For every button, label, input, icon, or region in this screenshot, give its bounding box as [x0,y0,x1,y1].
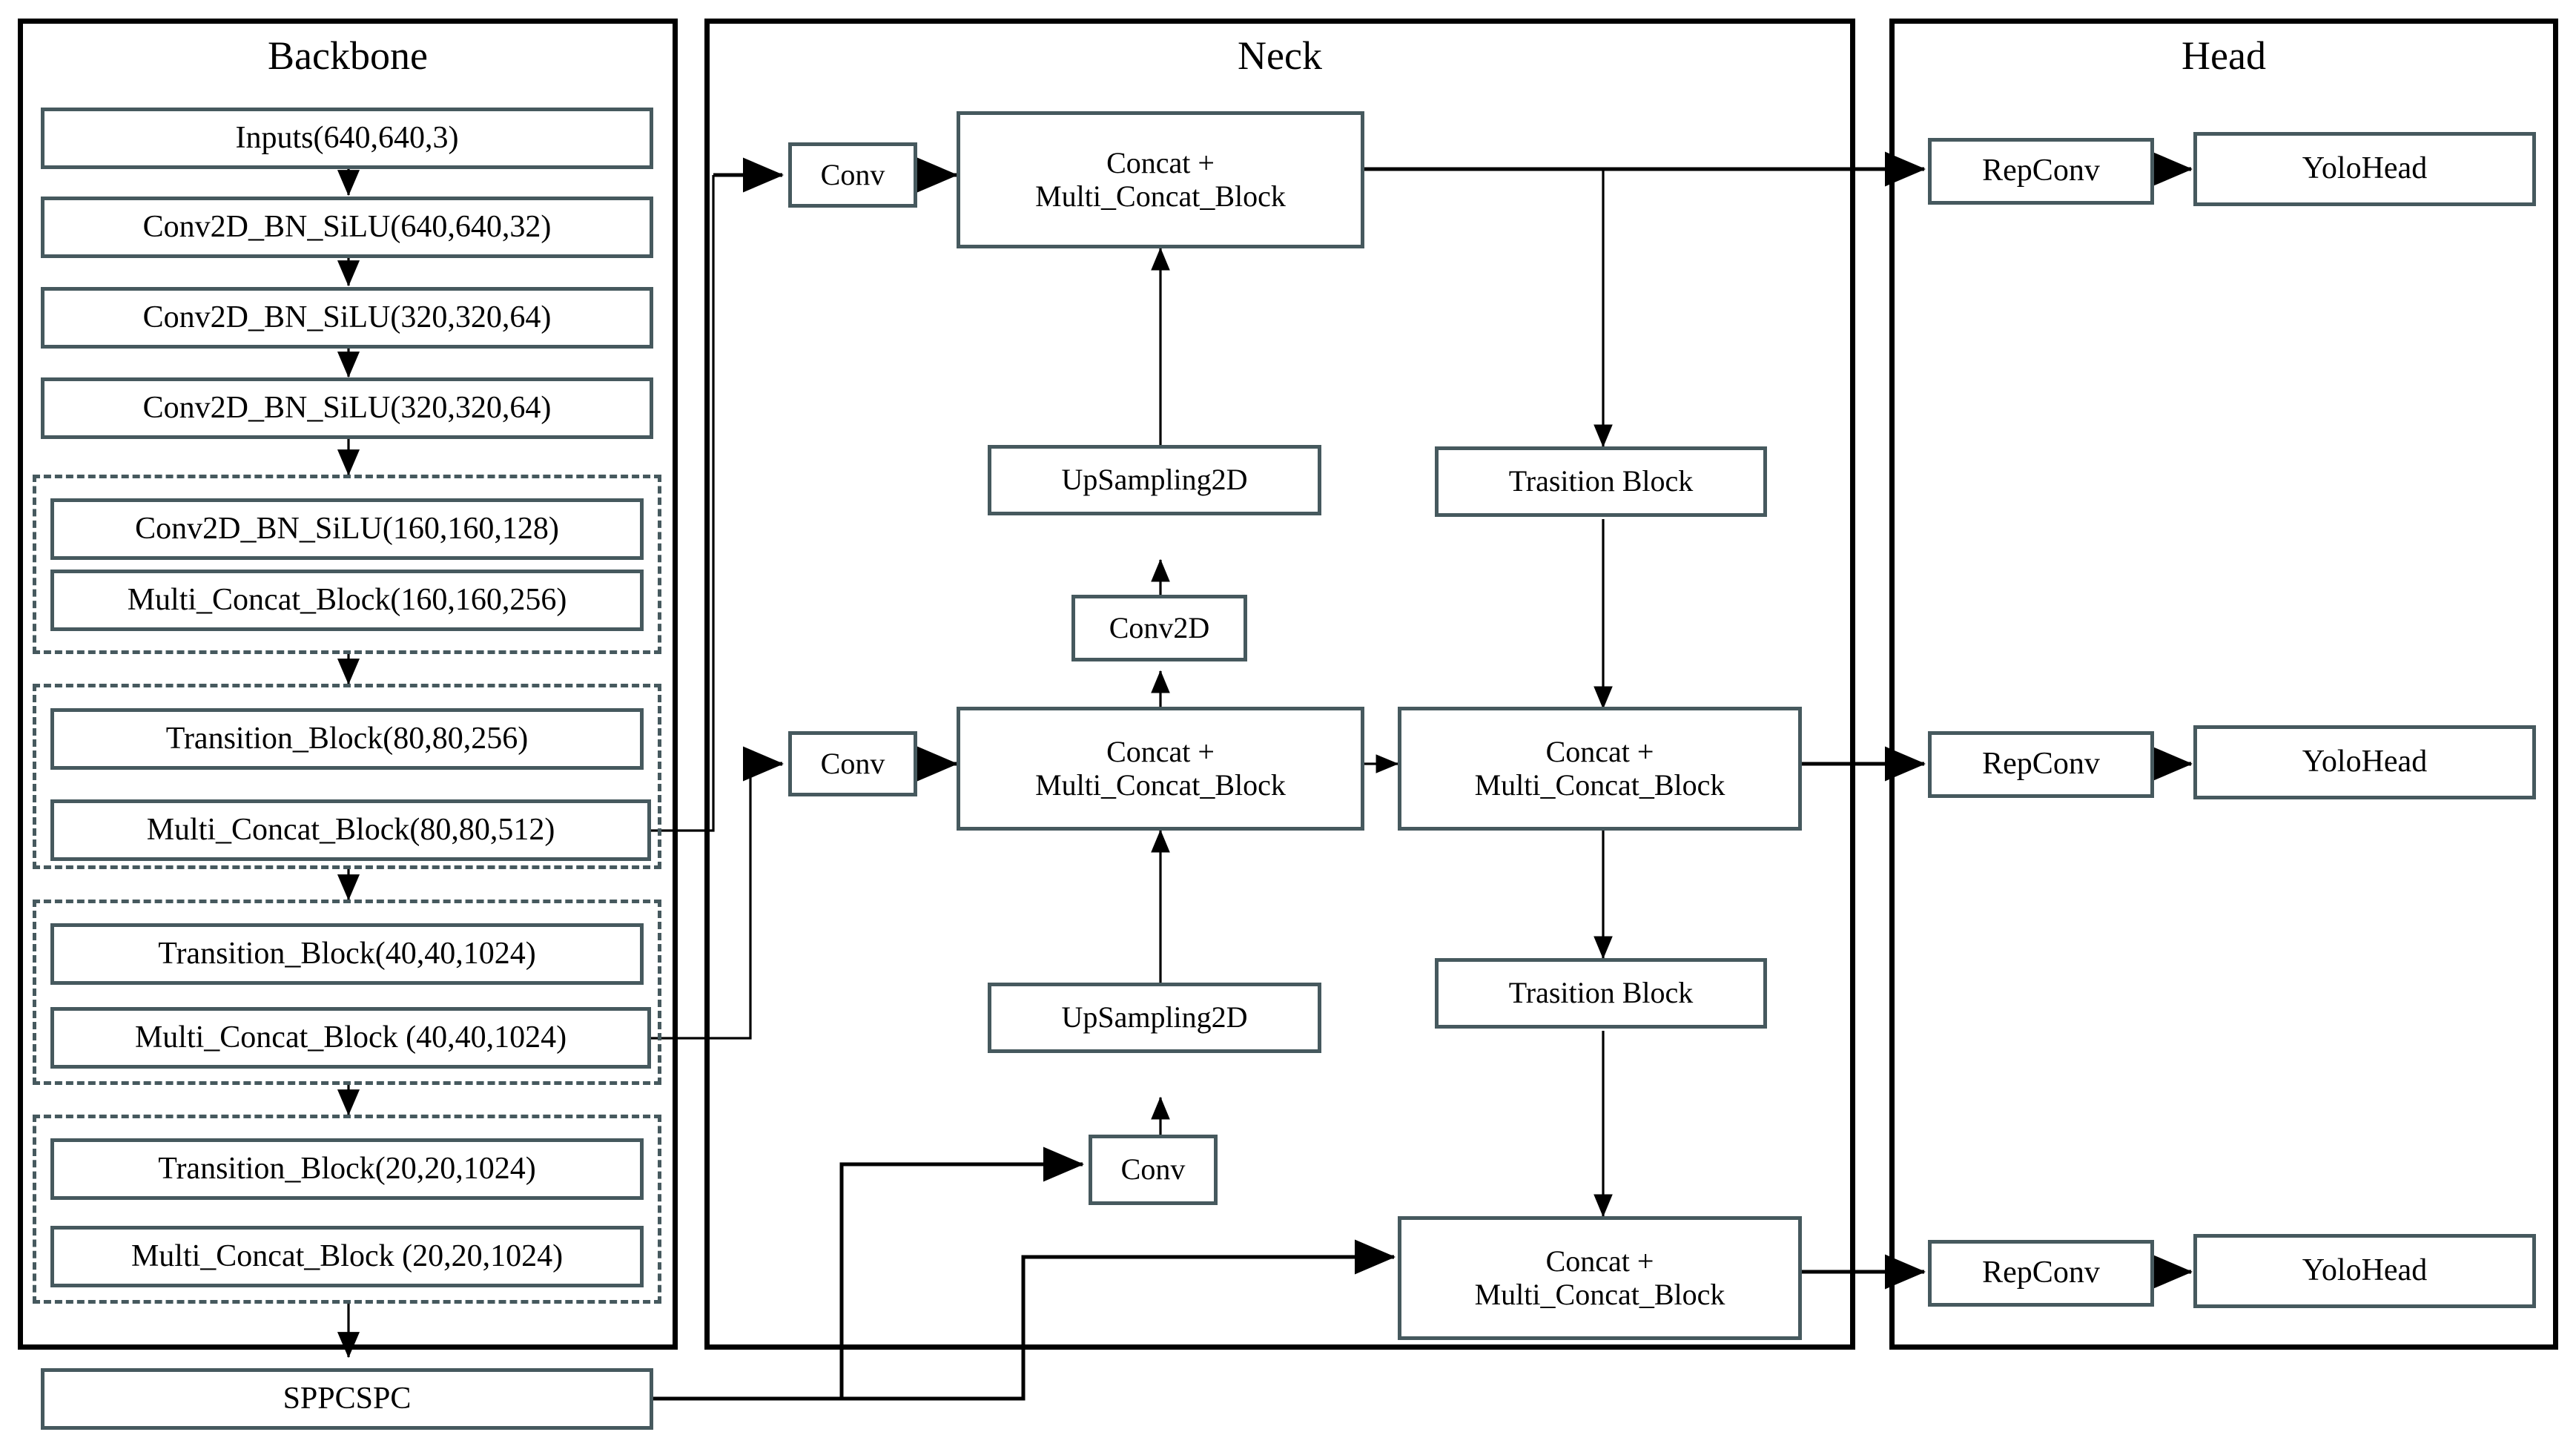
node-label: Transition_Block(40,40,1024) [158,936,536,971]
node-sppcspc[interactable]: SPPCSPC [41,1368,653,1430]
node-multi-concat-block-1[interactable]: Multi_Concat_Block(160,160,256) [50,570,644,631]
node-label: SPPCSPC [283,1381,412,1416]
node-yolohead-3[interactable]: YoloHead [2193,1234,2536,1308]
node-conv-top[interactable]: Conv [788,142,917,208]
node-trasition-block-bottom[interactable]: Trasition Block [1435,958,1767,1029]
node-repconv-2[interactable]: RepConv [1928,731,2154,798]
node-label: UpSampling2D [1061,1000,1248,1034]
node-label: Conv [1120,1152,1186,1187]
node-label: Concat + Multi_Concat_Block [1474,1244,1725,1311]
node-label: Conv2D [1109,610,1210,644]
node-trasition-block-top[interactable]: Trasition Block [1435,446,1767,517]
node-transition-block-1[interactable]: Transition_Block(80,80,256) [50,708,644,770]
node-conv2d-bn-silu-1[interactable]: Conv2D_BN_SiLU(640,640,32) [41,197,653,258]
panel-title-backbone: Backbone [268,33,428,78]
node-multi-concat-block-2[interactable]: Multi_Concat_Block(80,80,512) [50,799,651,861]
node-label: Multi_Concat_Block(80,80,512) [146,812,555,847]
node-label: RepConv [1982,154,2100,188]
node-repconv-1[interactable]: RepConv [1928,138,2154,205]
node-conv2d-bn-silu-4[interactable]: Conv2D_BN_SiLU(160,160,128) [50,498,644,560]
node-repconv-3[interactable]: RepConv [1928,1240,2154,1307]
node-label: Trasition Block [1508,976,1694,1010]
node-conv2d-bn-silu-3[interactable]: Conv2D_BN_SiLU(320,320,64) [41,377,653,439]
node-label: Conv2D_BN_SiLU(160,160,128) [135,511,559,546]
node-label: Conv [820,746,885,780]
node-concat-multiconcat-right-mid[interactable]: Concat + Multi_Concat_Block [1398,707,1802,831]
node-transition-block-3[interactable]: Transition_Block(20,20,1024) [50,1138,644,1200]
panel-head [1889,19,2558,1350]
node-conv-bottom[interactable]: Conv [1089,1135,1218,1205]
node-label: Inputs(640,640,3) [235,120,459,155]
node-concat-multiconcat-right-bottom[interactable]: Concat + Multi_Concat_Block [1398,1216,1802,1340]
node-label: Concat + Multi_Concat_Block [1474,734,1725,802]
node-label: Multi_Concat_Block (40,40,1024) [134,1020,567,1055]
node-label: RepConv [1982,1255,2100,1290]
node-label: UpSampling2D [1061,463,1248,497]
node-label: Transition_Block(80,80,256) [165,721,529,756]
node-label: Trasition Block [1508,464,1694,498]
node-inputs[interactable]: Inputs(640,640,3) [41,108,653,169]
panel-title-head: Head [2182,33,2266,78]
node-label: Multi_Concat_Block (20,20,1024) [131,1238,564,1273]
panel-backbone [18,19,678,1350]
node-concat-multiconcat-mid[interactable]: Concat + Multi_Concat_Block [957,707,1364,831]
node-conv2d[interactable]: Conv2D [1071,595,1247,661]
panel-title-neck: Neck [1238,33,1322,78]
node-label: YoloHead [2302,745,2428,779]
node-label: YoloHead [2302,1253,2428,1288]
node-label: Concat + Multi_Concat_Block [1035,734,1286,802]
node-label: Conv [820,157,885,191]
node-upsampling2d-bottom[interactable]: UpSampling2D [988,983,1321,1053]
node-label: Concat + Multi_Concat_Block [1035,145,1286,213]
node-transition-block-2[interactable]: Transition_Block(40,40,1024) [50,923,644,985]
node-label: Conv2D_BN_SiLU(320,320,64) [142,390,552,425]
node-label: RepConv [1982,747,2100,782]
node-label: Conv2D_BN_SiLU(640,640,32) [142,209,552,244]
node-yolohead-1[interactable]: YoloHead [2193,132,2536,206]
node-label: Conv2D_BN_SiLU(320,320,64) [142,300,552,334]
node-label: YoloHead [2302,151,2428,186]
node-conv2d-bn-silu-2[interactable]: Conv2D_BN_SiLU(320,320,64) [41,287,653,349]
node-concat-multiconcat-top[interactable]: Concat + Multi_Concat_Block [957,111,1364,248]
node-conv-mid[interactable]: Conv [788,731,917,796]
panel-neck [704,19,1855,1350]
node-multi-concat-block-3[interactable]: Multi_Concat_Block (40,40,1024) [50,1007,651,1069]
node-label: Transition_Block(20,20,1024) [158,1151,536,1186]
node-multi-concat-block-4[interactable]: Multi_Concat_Block (20,20,1024) [50,1226,644,1287]
node-label: Multi_Concat_Block(160,160,256) [127,582,567,617]
node-upsampling2d-top[interactable]: UpSampling2D [988,445,1321,515]
node-yolohead-2[interactable]: YoloHead [2193,725,2536,799]
